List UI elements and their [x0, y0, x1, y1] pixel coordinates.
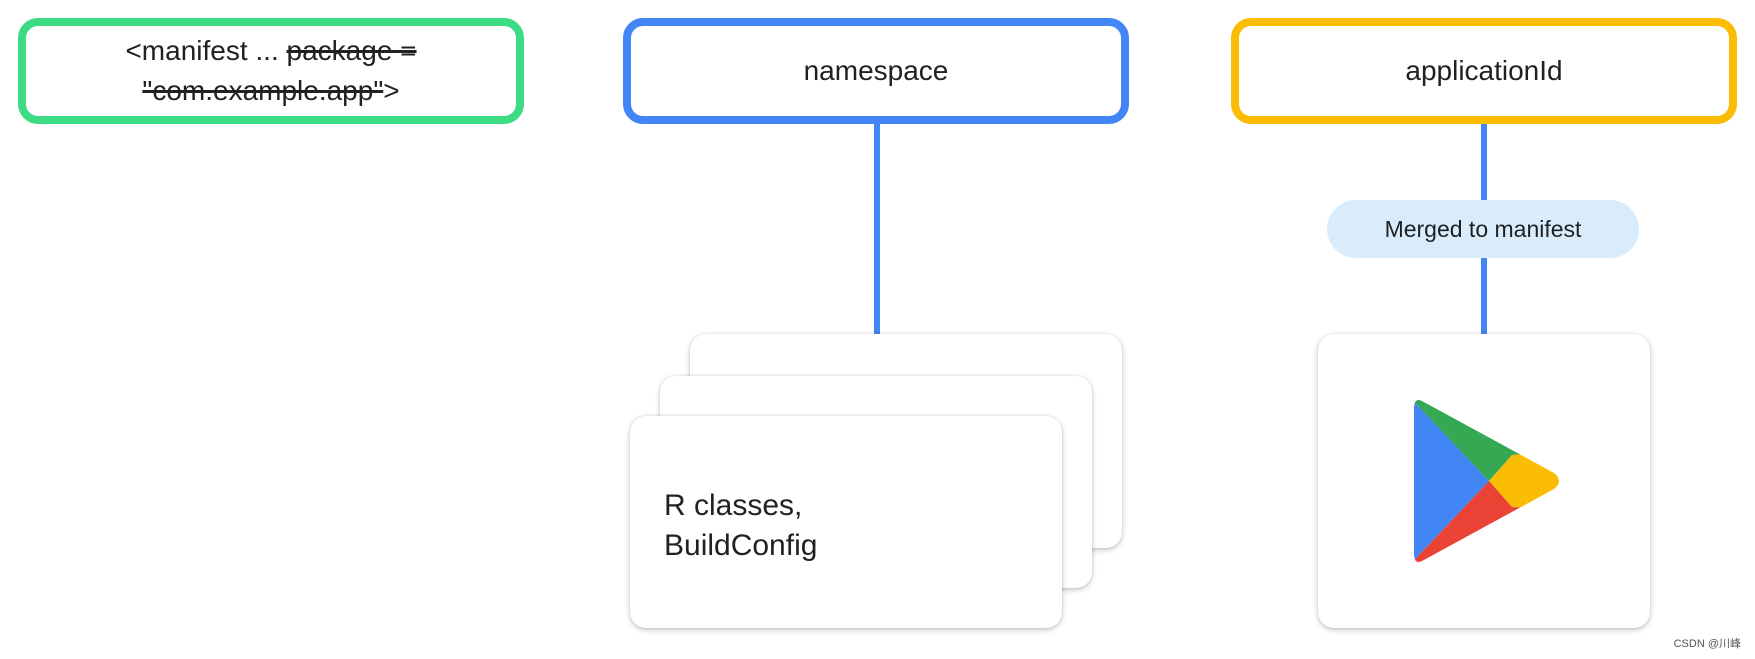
manifest-box: <manifest ... package = "com.example.app…	[18, 18, 524, 124]
namespace-connector	[874, 124, 880, 336]
google-play-icon	[1414, 400, 1559, 562]
applicationid-connector-top	[1481, 124, 1487, 202]
manifest-line-2: "com.example.app">	[142, 71, 399, 111]
applicationid-connector-bottom	[1481, 256, 1487, 336]
namespace-label: namespace	[803, 55, 949, 86]
merged-pill-label: Merged to manifest	[1384, 215, 1582, 242]
package-attribute-struck: package =	[286, 35, 417, 66]
manifest-tag-text: <manifest ...	[125, 35, 287, 66]
manifest-line-1: <manifest ... package =	[125, 31, 416, 71]
applicationid-label: applicationId	[1405, 55, 1563, 86]
watermark: CSDN @川峰	[1673, 638, 1741, 650]
merged-to-manifest-pill: Merged to manifest	[1327, 200, 1639, 258]
namespace-box: namespace	[623, 18, 1129, 124]
package-value-struck: "com.example.app"	[142, 75, 384, 106]
output-card-front: R classes, BuildConfig	[630, 416, 1062, 628]
output-line-r-classes: R classes,	[664, 489, 803, 522]
play-store-card	[1318, 334, 1650, 628]
output-line-buildconfig: BuildConfig	[664, 529, 818, 562]
applicationid-box: applicationId	[1231, 18, 1737, 124]
manifest-tag-close: >	[383, 75, 400, 106]
